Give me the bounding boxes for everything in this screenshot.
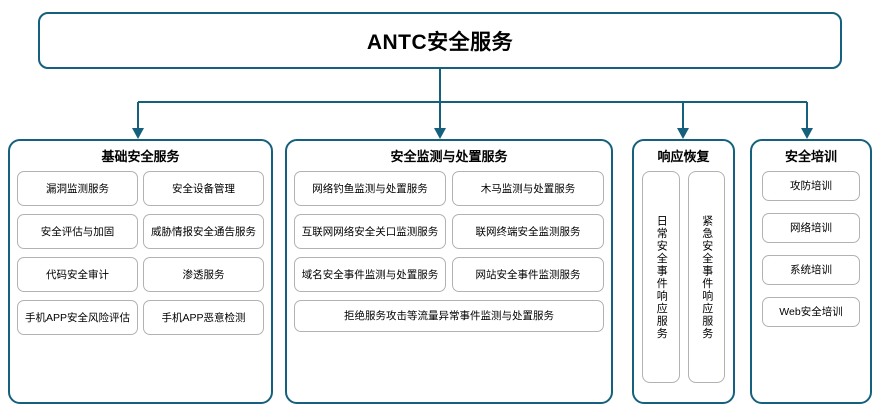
list-item[interactable]: 手机APP安全风险评估	[17, 300, 138, 336]
list-item[interactable]: 攻防培训	[762, 171, 860, 202]
category-basic-security-service: 基础安全服务 漏洞监测服务 安全设备管理 安全评估与加固 威胁情报安全通告服务 …	[8, 139, 273, 404]
category-security-monitoring-and-disposal-service: 安全监测与处置服务 网络钓鱼监测与处置服务 木马监测与处置服务 互联网网络安全关…	[285, 139, 613, 404]
root-node: ANTC安全服务	[38, 12, 842, 69]
item-grid-response-recovery: 日常安全事件响应服务 紧急安全事件响应服务	[634, 171, 733, 384]
category-response-recovery: 响应恢复 日常安全事件响应服务 紧急安全事件响应服务	[632, 139, 735, 404]
category-title-security-monitoring-and-disposal-service: 安全监测与处置服务	[390, 149, 508, 164]
list-item[interactable]: 漏洞监测服务	[17, 171, 138, 207]
item-grid-basic-security-service: 漏洞监测服务 安全设备管理 安全评估与加固 威胁情报安全通告服务 代码安全审计 …	[10, 171, 271, 336]
list-item[interactable]: 代码安全审计	[17, 257, 138, 293]
list-item[interactable]: 网络钓鱼监测与处置服务	[294, 171, 446, 207]
arrowhead-4	[801, 128, 813, 139]
list-item-label: 紧急安全事件响应服务	[700, 214, 713, 340]
item-grid-security-monitoring-and-disposal-service: 网络钓鱼监测与处置服务 木马监测与处置服务 互联网网络安全关口监测服务 联网终端…	[287, 171, 611, 333]
list-item[interactable]: 拒绝服务攻击等流量异常事件监测与处置服务	[294, 300, 604, 333]
list-item[interactable]: 系统培训	[762, 255, 860, 286]
category-title-basic-security-service: 基础安全服务	[101, 149, 180, 164]
list-item[interactable]: 域名安全事件监测与处置服务	[294, 257, 446, 293]
list-item[interactable]: 安全设备管理	[143, 171, 264, 207]
arrowhead-2	[434, 128, 446, 139]
list-item[interactable]: 手机APP恶意检测	[143, 300, 264, 336]
list-item[interactable]: 渗透服务	[143, 257, 264, 293]
list-item[interactable]: 安全评估与加固	[17, 214, 138, 250]
category-title-response-recovery: 响应恢复	[657, 149, 710, 164]
list-item[interactable]: 互联网网络安全关口监测服务	[294, 214, 446, 250]
category-security-training: 安全培训 攻防培训 网络培训 系统培训 Web安全培训	[750, 139, 872, 404]
list-item[interactable]: 威胁情报安全通告服务	[143, 214, 264, 250]
list-item[interactable]: 网络培训	[762, 213, 860, 244]
category-title-security-training: 安全培训	[784, 149, 837, 164]
arrowhead-3	[677, 128, 689, 139]
list-item[interactable]: 木马监测与处置服务	[452, 171, 604, 207]
list-item[interactable]: 紧急安全事件响应服务	[687, 171, 725, 384]
list-item[interactable]: 联网终端安全监测服务	[452, 214, 604, 250]
list-item[interactable]: 网站安全事件监测服务	[452, 257, 604, 293]
root-title: ANTC安全服务	[366, 30, 514, 54]
list-item-label: 日常安全事件响应服务	[655, 214, 668, 340]
list-item[interactable]: 日常安全事件响应服务	[642, 171, 680, 384]
item-grid-security-training: 攻防培训 网络培训 系统培训 Web安全培训	[752, 171, 870, 328]
list-item[interactable]: Web安全培训	[762, 297, 860, 328]
arrowhead-1	[132, 128, 144, 139]
